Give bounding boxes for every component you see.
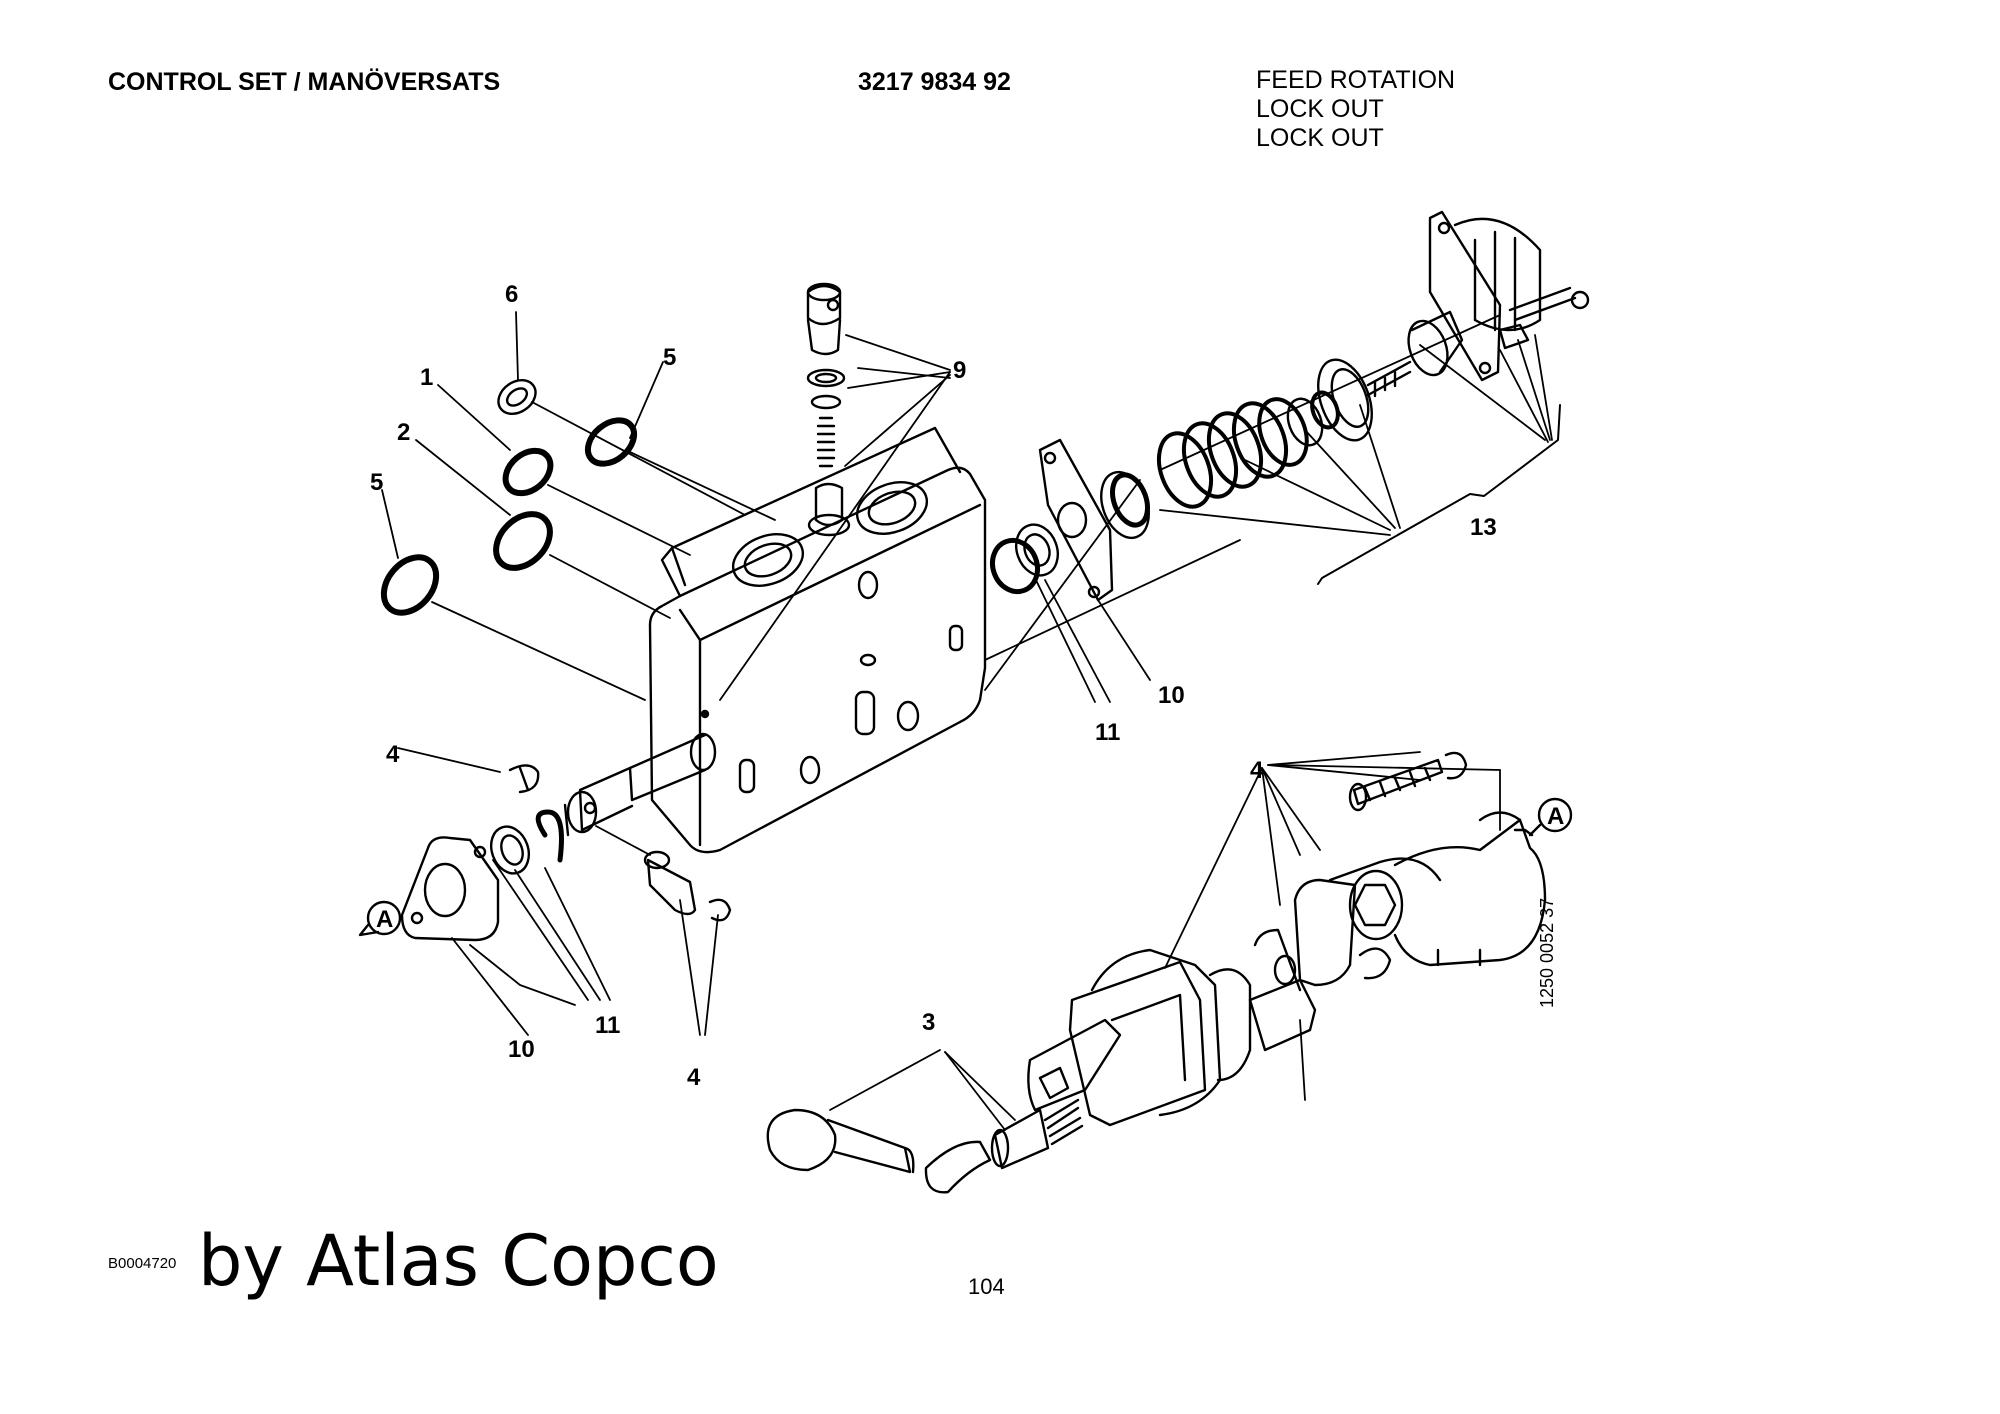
axis-lines bbox=[984, 314, 1553, 703]
plunger-assembly bbox=[806, 282, 851, 537]
spring-pack bbox=[989, 210, 1590, 602]
reference-marks: A A bbox=[358, 797, 1573, 937]
callout-11: 11 bbox=[595, 1012, 620, 1039]
reference-mark-a: A bbox=[376, 906, 393, 933]
callout-10: 10 bbox=[1158, 682, 1185, 709]
lever-leaders bbox=[829, 751, 1501, 1131]
callout-10: 10 bbox=[508, 1036, 535, 1063]
callout-4: 4 bbox=[1250, 757, 1264, 784]
callout-5: 5 bbox=[370, 469, 383, 496]
callout-4: 4 bbox=[687, 1064, 701, 1091]
lever-assembly bbox=[766, 751, 1547, 1194]
reference-mark-a: A bbox=[1547, 803, 1564, 830]
function-item: LOCK OUT bbox=[1256, 95, 1384, 123]
callout-numbers: 1 2 3 4 4 4 5 5 6 9 10 10 11 11 13 bbox=[370, 281, 1497, 1091]
callout-3: 3 bbox=[922, 1009, 935, 1036]
callout-4: 4 bbox=[386, 741, 400, 768]
callout-5: 5 bbox=[663, 344, 676, 371]
callout-1: 1 bbox=[420, 364, 433, 391]
o-rings-left bbox=[380, 378, 638, 616]
part-number: 3217 9834 92 bbox=[858, 68, 1011, 96]
function-item: LOCK OUT bbox=[1256, 124, 1384, 152]
function-item: FEED ROTATION bbox=[1256, 66, 1456, 94]
leader-lines bbox=[381, 311, 1141, 701]
lower-left-parts bbox=[400, 764, 732, 942]
callout-11: 11 bbox=[1095, 719, 1120, 746]
callout-13: 13 bbox=[1470, 514, 1497, 541]
drawing-code: 1250 0052 37 bbox=[1537, 897, 1557, 1008]
callout-2: 2 bbox=[397, 419, 410, 446]
callout-6: 6 bbox=[505, 281, 518, 308]
image-id: B0004720 bbox=[108, 1255, 177, 1272]
brand-label: by Atlas Copco bbox=[198, 1220, 719, 1302]
bracket-13 bbox=[1317, 404, 1561, 585]
function-list: FEED ROTATION LOCK OUT LOCK OUT bbox=[1256, 66, 1455, 153]
callout-9: 9 bbox=[953, 357, 966, 384]
spool-shaft bbox=[563, 732, 717, 837]
page-title: CONTROL SET / MANÖVERSATS bbox=[108, 68, 501, 96]
lower-left-leaders bbox=[397, 747, 719, 1036]
page-number: 104 bbox=[968, 1274, 1005, 1299]
valve-body bbox=[648, 426, 987, 854]
